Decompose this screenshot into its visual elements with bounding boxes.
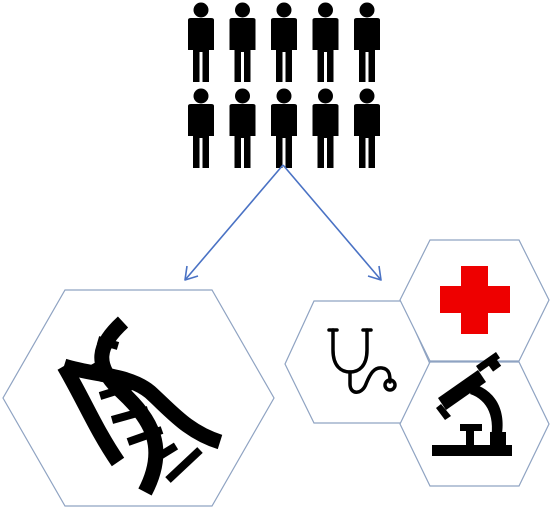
person-icon xyxy=(188,88,214,168)
person-icon xyxy=(354,2,380,82)
arrows xyxy=(184,164,382,281)
medical-cross-icon xyxy=(440,266,510,334)
person-icon xyxy=(271,2,297,82)
arrow-to-genetics xyxy=(184,164,284,281)
person-icon xyxy=(188,2,214,82)
person-icon xyxy=(229,88,256,168)
population-group xyxy=(188,2,380,168)
stethoscope-icon xyxy=(327,328,397,394)
dna-icon xyxy=(57,316,223,496)
arrow-head-genetics xyxy=(184,265,199,281)
person-icon xyxy=(354,88,380,168)
arrow-head-clinical xyxy=(367,265,382,281)
arrow-to-clinical xyxy=(282,164,382,281)
person-icon xyxy=(271,88,297,168)
genetics-hexagon xyxy=(2,289,275,507)
person-icon xyxy=(312,88,339,168)
person-icon xyxy=(229,2,256,82)
person-icon xyxy=(312,2,339,82)
stethoscope-hexagon xyxy=(284,300,431,424)
microscope-icon xyxy=(432,352,512,456)
